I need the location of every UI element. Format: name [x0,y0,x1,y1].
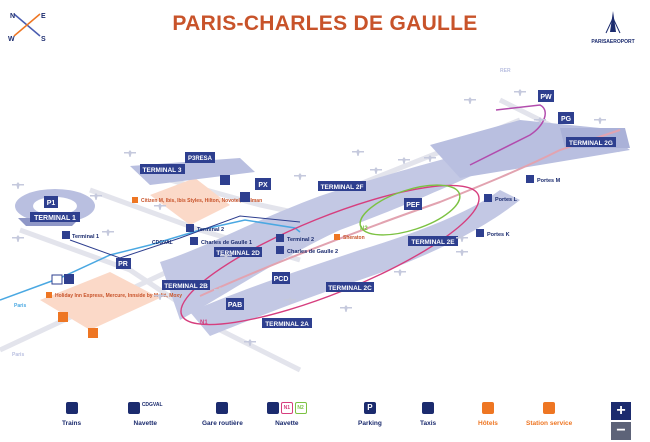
parking-pw: PW [538,90,554,102]
legend-navette-cdgval: CDGVAL Navette [128,402,163,427]
bus-icon [216,402,229,414]
zoom-controls: + − [611,402,631,442]
terminal-2c-label: TERMINAL 2C [328,285,372,292]
terminal-2f-label: TERMINAL 2F [321,184,364,191]
legend-parking: P Parking [358,402,382,427]
terminal-3[interactable]: TERMINAL 3 [130,158,255,185]
stations[interactable]: Terminal 1 Terminal 2 Charles de Gaulle … [62,175,561,255]
terminal-2a-label: TERMINAL 2A [265,321,309,328]
navette-icon [267,402,279,414]
svg-text:PW: PW [540,94,552,101]
eiffel-icon [605,11,621,34]
parking-p1: P1 [44,196,58,208]
station-cdg2: Charles de Gaulle 2 [287,249,338,255]
legend-taxis: Taxis [420,402,436,427]
hotels-north-label: Citizen M, Ibis, Ibis Styles, Hilton, No… [141,198,262,204]
page-title: PARIS-CHARLES DE GAULLE [172,12,478,35]
parking-p3resa: P3RESA [185,152,215,163]
fuel-icon [543,402,556,414]
logo-label: PARISAEROPORT [591,39,635,45]
station-terminal-1: Terminal 1 [72,234,99,240]
legend-gare-routiere: Gare routière [202,402,243,427]
cdgval-label: CDGVAL [152,240,173,246]
station-cdg1: Charles de Gaulle 1 [201,240,252,246]
svg-text:PX: PX [258,182,268,189]
svg-text:PR: PR [118,261,128,268]
sheraton-label: Sheraton [343,235,365,241]
parking-pr: PR [116,258,131,269]
parking-icon: P [363,402,376,414]
map-labels: CDGVAL Citizen M, Ibis, Ibis Styles, Hil… [12,68,511,358]
compass-n: N [10,13,15,20]
terminal-2g-label: TERMINAL 2G [569,140,613,147]
compass-rose: N E S W [8,8,48,43]
taxi-icon [422,402,435,414]
parking-pcd: PCD [272,272,290,284]
svg-text:PG: PG [561,116,572,123]
terminal-2b-label: TERMINAL 2B [164,283,208,290]
rail-2g-line [469,104,546,166]
hotel-zone-south [40,272,160,330]
svg-text:P1: P1 [47,200,56,207]
terminal-2e-label: TERMINAL 2E [411,239,455,246]
zoom-in-button[interactable]: + [611,402,631,420]
paris-aeroport-logo: PARISAEROPORT [588,10,638,45]
services[interactable] [51,175,250,338]
airport-map[interactable]: TERMINAL 1 TERMINAL 3 N1 N2 TERMINAL 2F … [0,56,650,396]
compass-s: S [41,36,46,42]
hotel-icon [481,402,494,414]
parking-pef: PEF [404,198,422,210]
cdgval-icon [128,402,140,414]
terminal-2d-label: TERMINAL 2D [216,250,260,257]
parkings[interactable]: P1 P3RESA PX PR PEF PCD PAB PW PG [44,90,574,310]
hotels-south-label: Holiday Inn Express, Mercure, Innside by… [55,293,182,299]
parking-pab: PAB [226,298,244,310]
station-terminal-2: Terminal 2 [287,237,314,243]
legend: Trains CDGVAL Navette Gare routière N1 N… [0,398,650,442]
svg-text:P3RESA: P3RESA [188,156,213,162]
terminal-3-label: TERMINAL 3 [143,167,182,174]
svg-text:PCD: PCD [274,276,289,283]
n1-map-label: N1 [200,320,208,326]
station-portes-l: Portes L [495,197,518,203]
terminal-labels: TERMINAL 2F TERMINAL 2D TERMINAL 2B TERM… [162,137,616,328]
legend-navette: N1 N2 Navette [267,402,307,427]
paris-bottom-label: Paris [12,352,24,358]
compass-w: W [8,36,15,42]
legend-hotels: Hôtels [478,402,498,427]
navette-n2-loop [359,184,461,236]
station-terminal-2-cdgval: Terminal 2 [197,227,224,233]
rer-label: RER [500,68,511,74]
rer-line [199,129,621,297]
station-portes-m: Portes M [537,178,561,184]
zoom-out-button[interactable]: − [611,422,631,440]
n2-map-label: N2 [360,226,368,232]
hotel-zone-north [150,178,230,225]
station-portes-k: Portes K [487,232,510,238]
svg-text:PAB: PAB [228,302,242,309]
parking-pg: PG [558,112,574,124]
legend-station-service: Station service [526,402,572,427]
compass-e: E [41,13,46,20]
parking-px: PX [255,178,271,190]
train-icon [65,402,78,414]
cdgval-link [69,215,301,259]
paris-left-label: Paris [14,303,26,309]
legend-trains: Trains [62,402,81,427]
terminal-1-label: TERMINAL 1 [34,215,76,222]
svg-text:PEF: PEF [406,202,420,209]
